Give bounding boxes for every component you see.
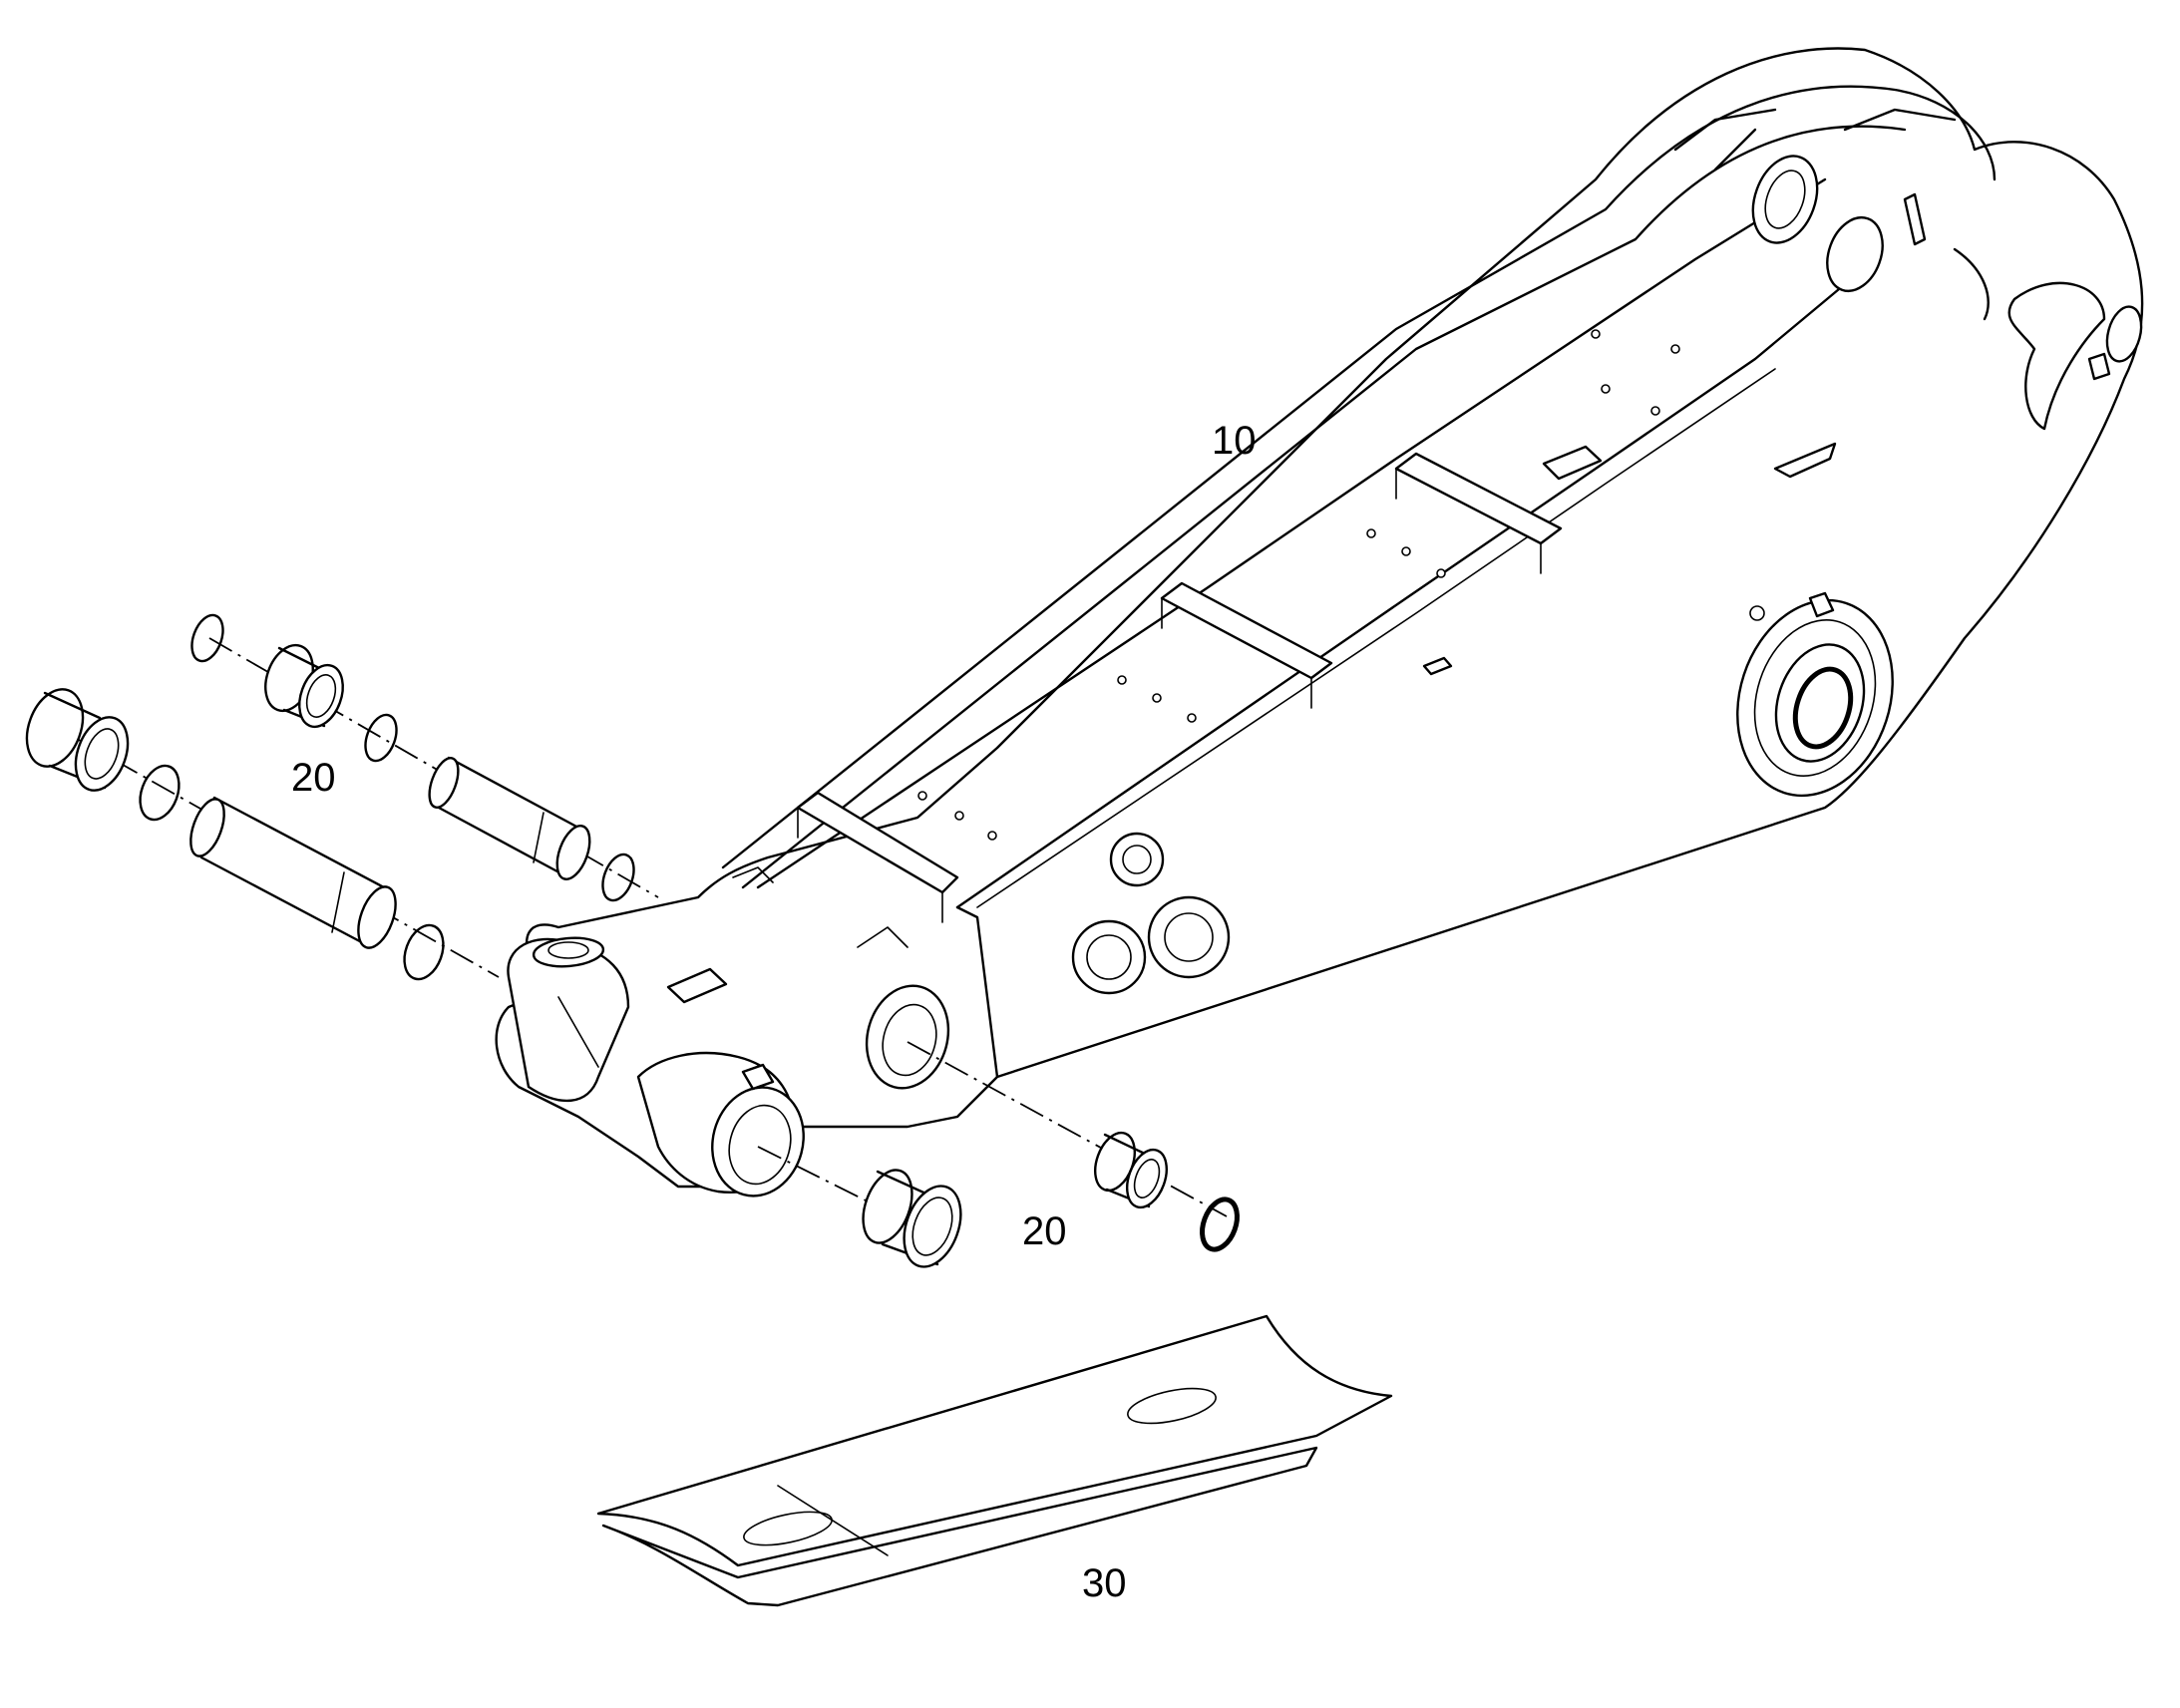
cross-plate-3-post xyxy=(1395,468,1542,574)
cross-plate-2 xyxy=(1160,581,1333,680)
pin-kit-upper xyxy=(39,613,659,978)
boom-deck-left-edge xyxy=(756,177,1827,889)
guard-plate xyxy=(596,1314,1393,1607)
pin-lower xyxy=(189,796,397,949)
callout-pins-top: 20 xyxy=(291,756,336,800)
bushing-large-2 xyxy=(862,1169,962,1268)
snap-ring-3 xyxy=(601,853,635,902)
cross-plate-1-post xyxy=(797,807,943,923)
boom-top-flange xyxy=(721,85,1997,869)
deck-small-block xyxy=(1422,656,1453,676)
boom-side-web-edge xyxy=(955,905,999,1079)
boom-body-outline xyxy=(495,47,2144,1189)
centerline-lower-2 xyxy=(907,1041,1228,1217)
centerline-lower-1 xyxy=(757,1146,879,1207)
boom-deck-right-edge xyxy=(955,257,1877,909)
snap-ring-5 xyxy=(403,923,445,981)
bushing-large-1 xyxy=(25,688,130,792)
snap-ring-2 xyxy=(364,713,398,763)
bushing-small-2 xyxy=(1094,1131,1168,1209)
side-boss-group xyxy=(1071,832,1231,995)
pin-upper xyxy=(428,756,591,880)
guard-plate-hole-1 xyxy=(743,1511,833,1546)
snap-ring-1 xyxy=(190,613,224,663)
boom-deck-inner-right xyxy=(976,368,1776,908)
guard-plate-fold xyxy=(777,1485,889,1556)
deck-name-plate xyxy=(1542,445,1603,481)
bushing-small-1 xyxy=(264,643,344,729)
guard-plate-top xyxy=(596,1314,1393,1567)
boom-side-lower-edge xyxy=(996,807,1826,1078)
boom-foot xyxy=(507,866,950,1197)
deck-bolt-holes xyxy=(917,329,1680,841)
boom-pivot-hub xyxy=(1736,591,1894,798)
pin-kit-lower xyxy=(757,1041,1240,1268)
callout-pins-bottom: 20 xyxy=(1022,1209,1067,1253)
guard-plate-bottom xyxy=(601,1446,1318,1607)
cross-plate-3 xyxy=(1394,452,1563,545)
foot-name-plate xyxy=(666,967,728,1004)
cross-plate-2-post xyxy=(1161,597,1312,709)
pin-kit-left xyxy=(25,688,445,981)
o-ring xyxy=(1200,1196,1240,1252)
top-pivot-bracket xyxy=(1673,108,1990,321)
boom-right-ear xyxy=(1773,281,2143,479)
callout-guard-plate: 30 xyxy=(1082,1561,1127,1605)
cross-plate-1 xyxy=(796,791,959,894)
boom-top-flange-inner xyxy=(741,125,1907,889)
guard-plate-hole-2 xyxy=(1127,1387,1217,1425)
snap-ring-4 xyxy=(139,764,181,822)
boom-assembly xyxy=(495,47,2144,1197)
callout-boom: 10 xyxy=(1212,419,1257,463)
